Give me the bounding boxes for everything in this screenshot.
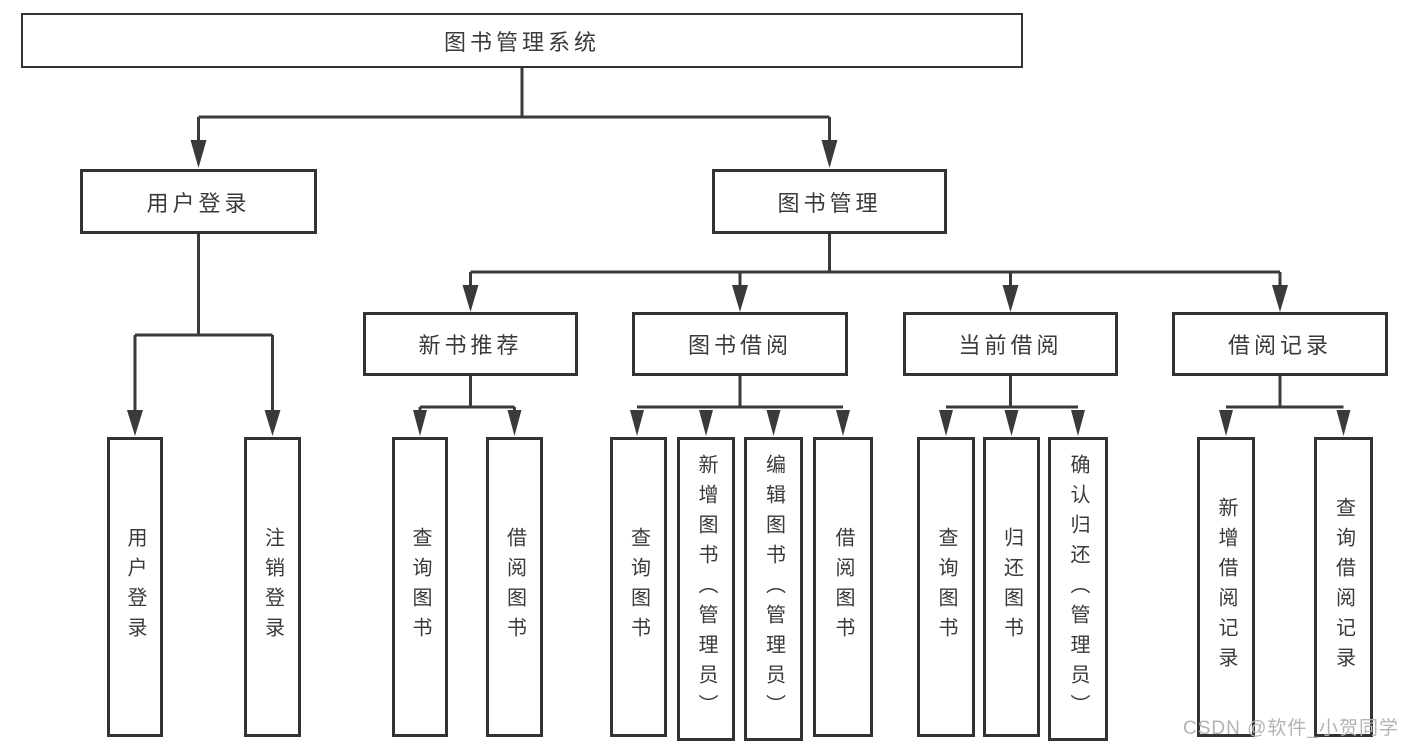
leaf-query-borrow-record: 查询借阅记录 xyxy=(1314,437,1373,737)
node-new-book-recommend: 新书推荐 xyxy=(363,312,578,376)
leaf-add-borrow-record: 新增借阅记录 xyxy=(1197,437,1255,737)
leaf-query-books-recommend: 查询图书 xyxy=(392,437,448,737)
leaf-query-books-current: 查询图书 xyxy=(917,437,975,737)
node-user-login-branch: 用户登录 xyxy=(80,169,317,234)
watermark-text: CSDN @软件_小贺同学 xyxy=(1183,718,1399,739)
leaf-borrow-books-recommend: 借阅图书 xyxy=(486,437,543,737)
connector-book-borrow-to-leaves xyxy=(630,376,850,436)
connector-user-login-to-leaves xyxy=(127,234,281,436)
leaf-borrow-books: 借阅图书 xyxy=(813,437,873,737)
leaf-add-book-admin: 新增图书（管理员） xyxy=(677,437,735,741)
leaf-edit-book-admin: 编辑图书（管理员） xyxy=(744,437,803,741)
node-root: 图书管理系统 xyxy=(21,13,1023,68)
leaf-user-login: 用户登录 xyxy=(107,437,163,737)
node-borrow-records: 借阅记录 xyxy=(1172,312,1388,376)
connector-root-to-level2 xyxy=(190,68,838,168)
leaf-return-books: 归还图书 xyxy=(983,437,1040,737)
leaf-confirm-return-admin: 确认归还（管理员） xyxy=(1048,437,1108,741)
leaf-logout: 注销登录 xyxy=(244,437,301,737)
node-current-borrow: 当前借阅 xyxy=(903,312,1118,376)
connector-current-borrow-to-leaves xyxy=(939,376,1085,436)
connector-book-management-to-level3 xyxy=(462,234,1288,312)
connector-borrow-records-to-leaves xyxy=(1219,376,1351,436)
node-book-management-branch: 图书管理 xyxy=(712,169,947,234)
connector-new-book-recommend-to-leaves xyxy=(413,376,522,436)
leaf-query-books-borrow: 查询图书 xyxy=(610,437,667,737)
node-book-borrow: 图书借阅 xyxy=(632,312,848,376)
